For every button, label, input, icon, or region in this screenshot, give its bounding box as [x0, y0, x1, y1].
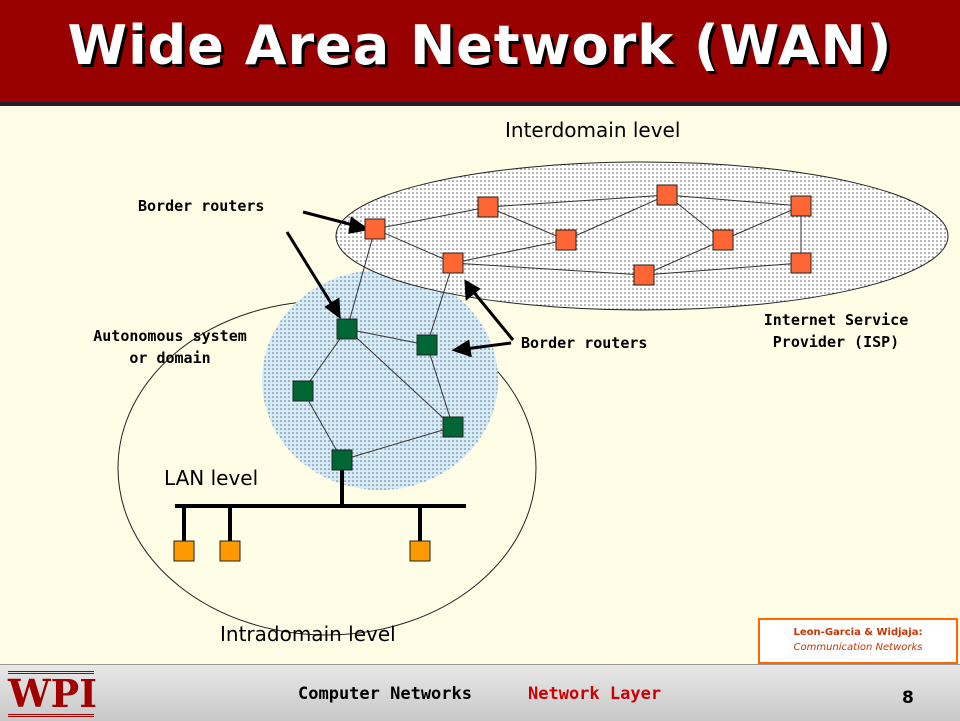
isp-router: [442, 252, 464, 274]
wan-diagram: [117, 161, 949, 636]
wpi-logo: WPI: [8, 671, 98, 717]
isp-router: [555, 229, 577, 251]
as-router: [331, 449, 353, 471]
citation-box: Leon-Garcia & Widjaja: Communication Net…: [758, 618, 958, 664]
isp-routers: [364, 184, 812, 286]
autonomous-system-label: Autonomous system or domain: [70, 325, 270, 369]
as-routers: [292, 318, 464, 471]
lan-host: [219, 540, 241, 562]
lan-hosts: [173, 540, 431, 562]
as-label-line2: or domain: [129, 349, 211, 367]
interdomain-level-label: Interdomain level: [505, 118, 681, 142]
footer-bar: [0, 664, 960, 721]
isp-router: [790, 252, 812, 274]
title-divider: [0, 102, 960, 106]
isp-router: [477, 196, 499, 218]
topic-name: Network Layer: [528, 684, 662, 704]
title-bar: [0, 0, 960, 102]
pointer-arrows: [285, 210, 515, 358]
intradomain-level-label: Intradomain level: [220, 622, 396, 646]
lan-bus: [175, 470, 466, 543]
lan-host: [409, 540, 431, 562]
as-router: [442, 416, 464, 438]
isp-router: [364, 218, 386, 240]
isp-label-line2: Provider (ISP): [772, 333, 900, 351]
isp-ellipse: [335, 161, 949, 311]
border-routers-label-mid: Border routers: [521, 334, 648, 352]
slide-title: Wide Area Network (WAN): [67, 14, 893, 77]
citation-authors: Leon-Garcia & Widjaja:: [793, 627, 923, 638]
course-name: Computer Networks: [298, 684, 472, 704]
citation-book: Communication Networks: [793, 642, 923, 653]
lan-level-label: LAN level: [164, 466, 259, 490]
page-number: 8: [902, 688, 914, 708]
as-router: [416, 334, 438, 356]
border-routers-label-top: Border routers: [138, 197, 265, 215]
isp-label: Internet Service Provider (ISP): [736, 309, 936, 353]
lan-host: [173, 540, 195, 562]
isp-router: [656, 184, 678, 206]
autonomous-system-region: [262, 270, 498, 490]
isp-router: [712, 229, 734, 251]
isp-router: [633, 264, 655, 286]
as-router: [336, 318, 358, 340]
isp-label-line1: Internet Service: [763, 311, 909, 329]
isp-router: [790, 195, 812, 217]
as-label-line1: Autonomous system: [93, 327, 247, 345]
as-router: [292, 380, 314, 402]
